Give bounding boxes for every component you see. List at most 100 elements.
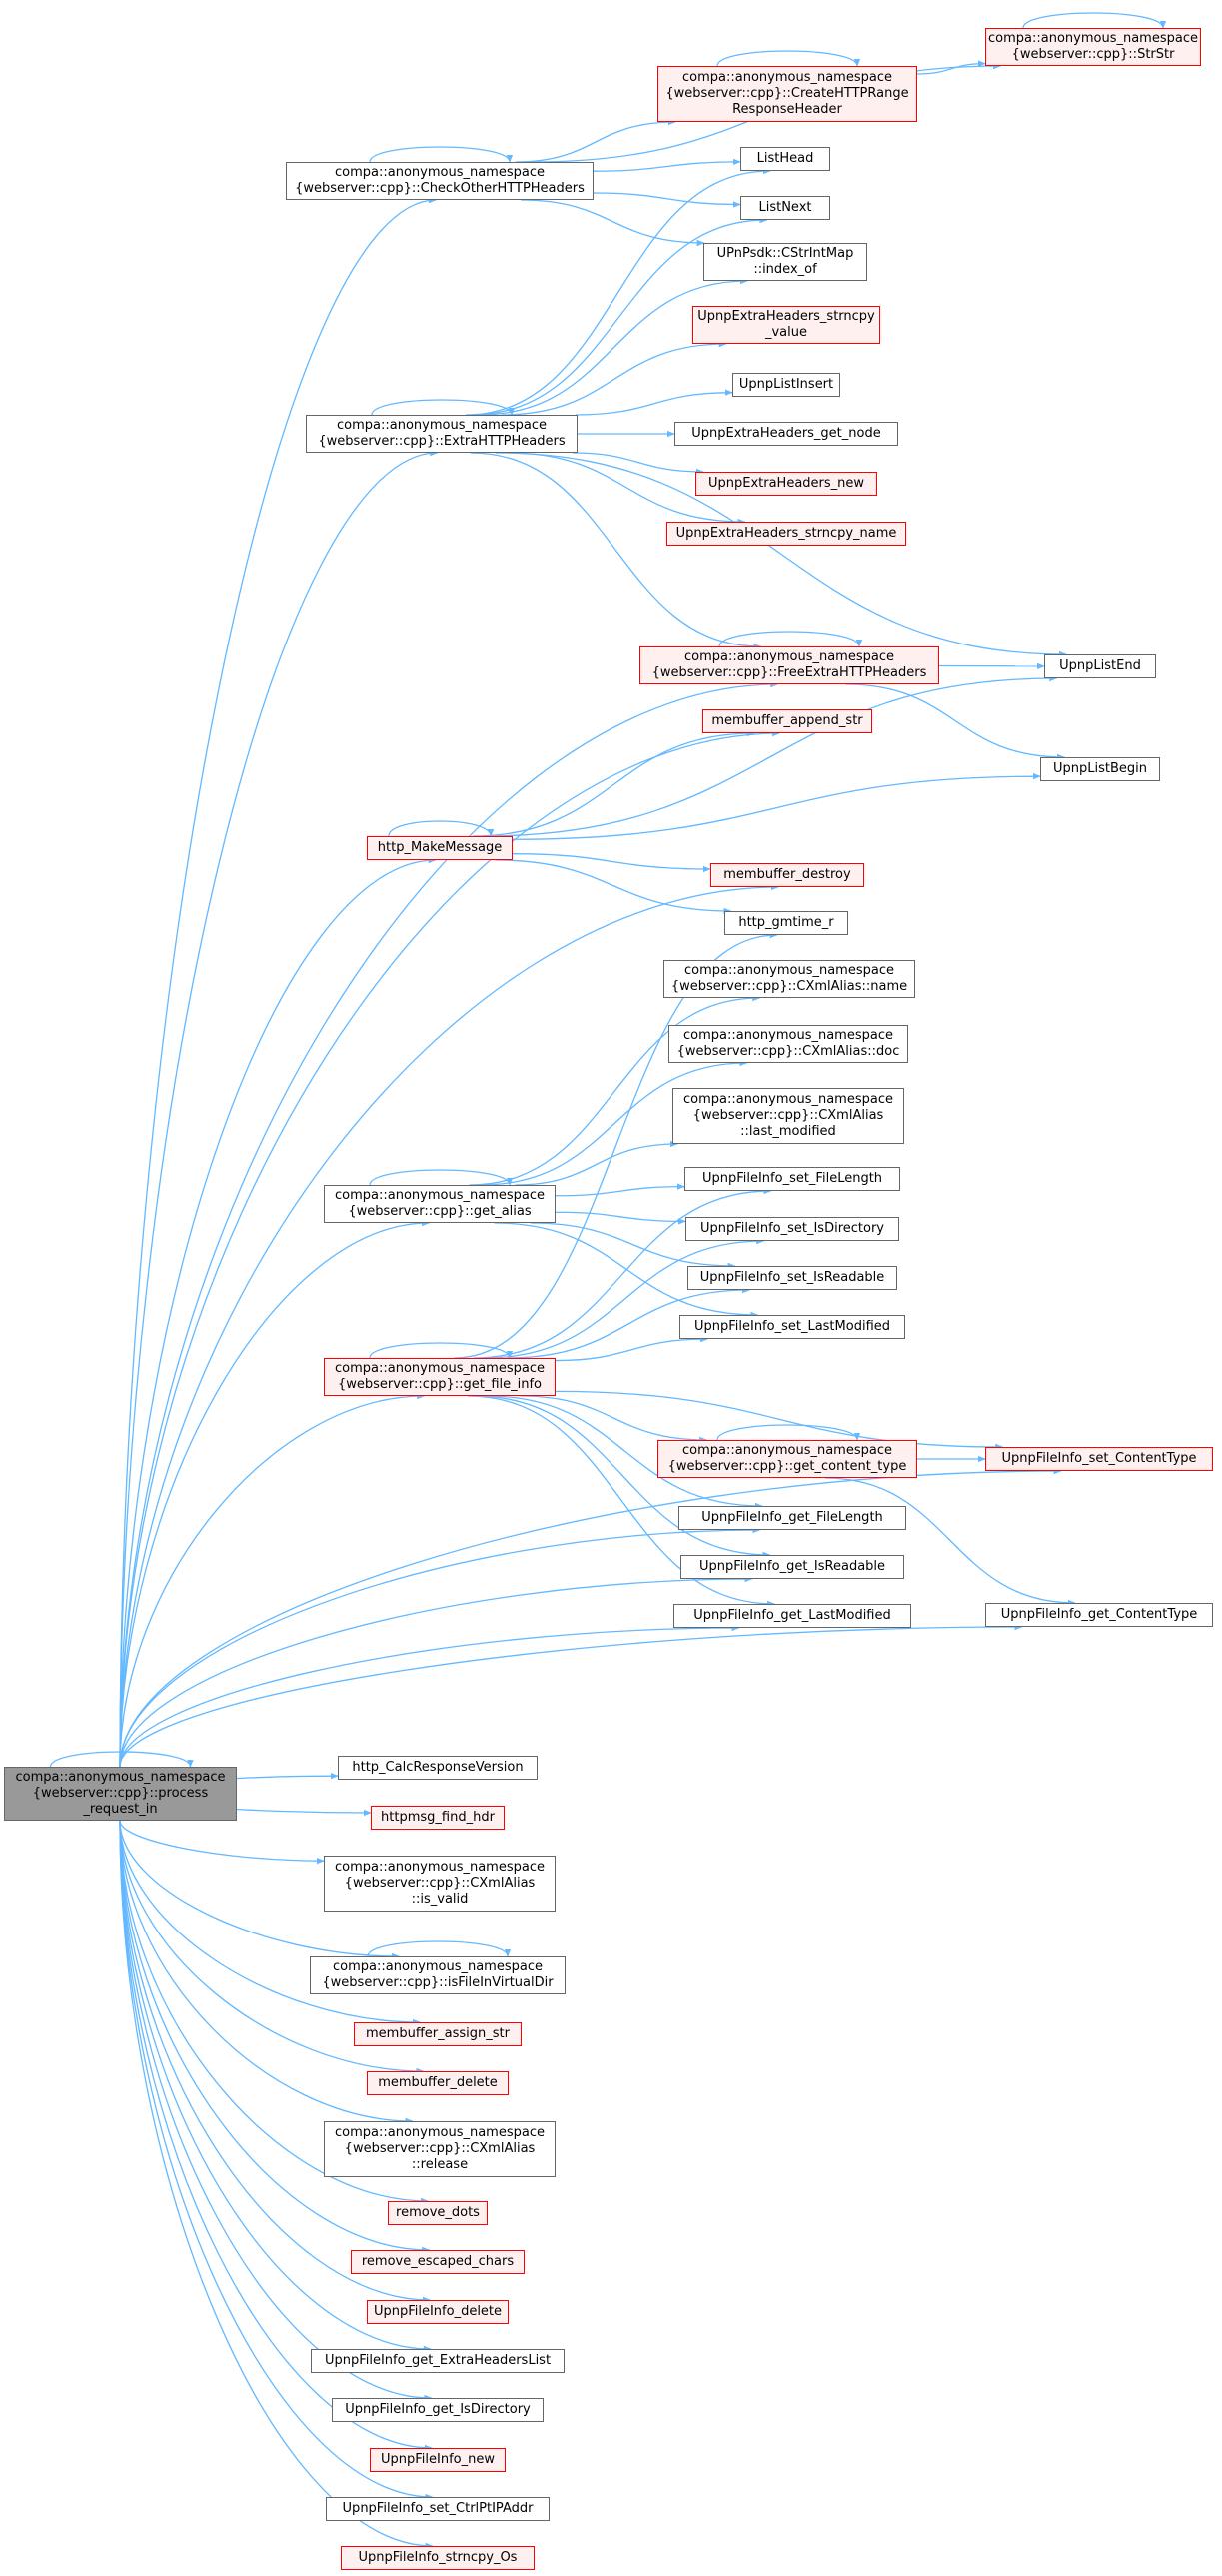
graph-node-get-content-type[interactable]: compa::anonymous_namespace {webserver::c… [657, 1440, 917, 1478]
call-edge-root-to-xml_is_valid [119, 1820, 325, 1865]
graph-node-calc-response[interactable]: http_CalcResponseVersion [338, 1756, 538, 1780]
graph-node-get-file-info[interactable]: compa::anonymous_namespace {webserver::c… [324, 1358, 556, 1396]
graph-node-membuffer-assign[interactable]: membuffer_assign_str [354, 2022, 522, 2046]
call-edge-root-to-set_content_type [119, 1467, 1062, 1768]
graph-node-list-end[interactable]: UpnpListEnd [1044, 654, 1156, 678]
graph-node-membuffer-append[interactable]: membuffer_append_str [702, 709, 872, 733]
call-edge-check_other-to-create_range [515, 118, 676, 163]
call-edge-extra_http-to-extra_strncpy_name [507, 452, 746, 526]
call-edge-check_other-to-list_head [593, 158, 741, 172]
graph-node-remove-dots[interactable]: remove_dots [388, 2201, 488, 2225]
graph-node-set-ctrl-pt[interactable]: UpnpFileInfo_set_CtrlPtIPAddr [326, 2497, 550, 2521]
graph-node-free-extra[interactable]: compa::anonymous_namespace {webserver::c… [639, 646, 939, 684]
graph-node-set-last-modified[interactable]: UpnpFileInfo_set_LastModified [679, 1315, 905, 1339]
call-edge-root-to-extra_http [119, 449, 439, 1768]
call-edge-http_make-to-http_gmtime [495, 859, 732, 915]
call-edge-root-to-is_in_virtual_dir [119, 1820, 400, 1960]
call-edge-http_make-to-membuffer_append [472, 729, 755, 837]
graph-node-xml-is-valid[interactable]: compa::anonymous_namespace {webserver::c… [324, 1856, 556, 1912]
graph-node-file-info-delete[interactable]: UpnpFileInfo_delete [367, 2300, 509, 2324]
graph-node-xml-name[interactable]: compa::anonymous_namespace {webserver::c… [663, 960, 915, 998]
graph-node-xml-release[interactable]: compa::anonymous_namespace {webserver::c… [324, 2121, 556, 2177]
graph-node-check-other[interactable]: compa::anonymous_namespace {webserver::c… [286, 162, 594, 200]
call-edge-root-to-get_is_directory [119, 1820, 433, 2402]
call-edge-root-to-strncpy_os [119, 1820, 434, 2550]
call-edges [49, 12, 1167, 2550]
call-edge-check_other-to-cstrintmap [521, 199, 705, 247]
graph-node-list-insert[interactable]: UpnpListInsert [732, 373, 840, 397]
call-edge-http_make-to-membuffer_destroy [512, 853, 711, 873]
graph-node-xml-last-modified[interactable]: compa::anonymous_namespace {webserver::c… [672, 1088, 904, 1144]
graph-node-get-file-length[interactable]: UpnpFileInfo_get_FileLength [678, 1506, 906, 1530]
call-edge-get_file_info-to-get_file_length [487, 1395, 763, 1510]
graph-node-xml-doc[interactable]: compa::anonymous_namespace {webserver::c… [668, 1025, 908, 1063]
call-edge-get_file_info-to-get_is_readable [475, 1395, 771, 1559]
graph-node-http-gmtime[interactable]: http_gmtime_r [724, 911, 848, 935]
call-edge-root-to-get_content_type_info [119, 1623, 1023, 1768]
graph-node-list-next[interactable]: ListNext [740, 196, 830, 220]
call-edge-get_alias-to-set_is_directory [555, 1211, 686, 1225]
graph-node-set-is-directory[interactable]: UpnpFileInfo_set_IsDirectory [685, 1217, 899, 1241]
graph-node-strstr[interactable]: compa::anonymous_namespace {webserver::c… [985, 28, 1201, 66]
call-edge-get_file_info-to-set_file_length [473, 1187, 772, 1359]
call-edge-root-to-file_info_delete [119, 1820, 432, 2304]
graph-node-get-extra-headers-list[interactable]: UpnpFileInfo_get_ExtraHeadersList [311, 2349, 565, 2373]
call-edge-get_file_info-to-get_last_modified [468, 1395, 776, 1608]
graph-node-membuffer-delete[interactable]: membuffer_delete [367, 2071, 509, 2095]
graph-node-extra-strncpy-value[interactable]: UpnpExtraHeaders_strncpy _value [692, 306, 880, 344]
graph-node-create-range[interactable]: compa::anonymous_namespace {webserver::c… [657, 66, 917, 122]
call-edge-get_alias-to-set_file_length [555, 1183, 685, 1197]
call-edge-check_other-to-list_next [593, 192, 741, 208]
graph-node-list-begin[interactable]: UpnpListBegin [1040, 757, 1160, 781]
graph-node-get-is-directory[interactable]: UpnpFileInfo_get_IsDirectory [332, 2398, 544, 2422]
call-edge-get_file_info-to-set_is_readable [507, 1286, 751, 1359]
call-edge-root-to-get_file_info [119, 1392, 426, 1768]
self-call-edge-free_extra [718, 631, 863, 647]
graph-node-extra-get-node[interactable]: UpnpExtraHeaders_get_node [674, 422, 898, 446]
graph-node-extra-http[interactable]: compa::anonymous_namespace {webserver::c… [306, 415, 578, 453]
self-call-edge-check_other [369, 146, 514, 163]
graph-node-extra-strncpy-name[interactable]: UpnpExtraHeaders_strncpy_name [666, 522, 906, 546]
call-edge-get_alias-to-xml_doc [481, 1059, 748, 1186]
call-edge-create_range-to-strstr [916, 60, 986, 75]
call-edge-root-to-xml_release [119, 1820, 414, 2125]
call-edge-root-to-membuffer_assign [119, 1820, 421, 2026]
call-edge-get_alias-to-xml_name [469, 994, 761, 1186]
graph-node-membuffer-destroy[interactable]: membuffer_destroy [710, 863, 864, 887]
graph-node-get-content-type-info[interactable]: UpnpFileInfo_get_ContentType [985, 1603, 1213, 1627]
graph-node-set-is-readable[interactable]: UpnpFileInfo_set_IsReadable [687, 1266, 897, 1290]
graph-node-set-content-type[interactable]: UpnpFileInfo_set_ContentType [985, 1447, 1213, 1471]
graph-node-get-last-modified[interactable]: UpnpFileInfo_get_LastModified [673, 1604, 911, 1628]
call-edge-extra_http-to-extra_new [573, 452, 704, 476]
graph-node-http-make[interactable]: http_MakeMessage [367, 836, 513, 860]
call-edge-root-to-check_other [119, 196, 437, 1768]
call-edge-http_make-to-list_begin [512, 772, 1041, 840]
call-edge-get_content_type-to-get_content_type_info [824, 1477, 1076, 1607]
graph-node-is-in-virtual-dir[interactable]: compa::anonymous_namespace {webserver::c… [310, 1956, 566, 1994]
call-edge-get_file_info-to-get_content_type [520, 1395, 708, 1444]
call-edge-root-to-file_info_new [119, 1820, 433, 2452]
call-edge-get_file_info-to-http_gmtime [454, 931, 778, 1359]
call-edge-root-to-get_alias [119, 1219, 431, 1768]
self-call-edge-strstr [1022, 12, 1167, 29]
call-edge-root-to-get_file_length [119, 1526, 761, 1768]
graph-node-strncpy-os[interactable]: UpnpFileInfo_strncpy_Os [341, 2546, 535, 2570]
graph-node-remove-escaped[interactable]: remove_escaped_chars [351, 2250, 525, 2274]
graph-node-get-alias[interactable]: compa::anonymous_namespace {webserver::c… [324, 1185, 556, 1223]
self-call-edge-get_alias [369, 1169, 514, 1186]
self-call-edge-root [49, 1751, 194, 1768]
graph-node-get-is-readable[interactable]: UpnpFileInfo_get_IsReadable [680, 1555, 904, 1579]
call-edge-root-to-get_is_readable [119, 1575, 753, 1768]
root-node-process-request-in: compa::anonymous_namespace {webserver::c… [4, 1767, 237, 1821]
graph-node-cstrintmap[interactable]: UPnPsdk::CStrIntMap ::index_of [703, 243, 867, 281]
graph-node-extra-new[interactable]: UpnpExtraHeaders_new [695, 472, 877, 496]
graph-node-list-head[interactable]: ListHead [740, 147, 830, 171]
graph-node-file-info-new[interactable]: UpnpFileInfo_new [370, 2448, 506, 2472]
call-edge-http_make-to-list_end [483, 674, 1058, 837]
call-edge-extra_http-to-extra_strncpy_value [502, 340, 727, 416]
call-edge-get_file_info-to-set_content_type [555, 1390, 1004, 1451]
self-call-edge-get_content_type [716, 1424, 861, 1441]
graph-node-set-file-length[interactable]: UpnpFileInfo_set_FileLength [684, 1167, 900, 1191]
graph-node-httpmsg-find[interactable]: httpmsg_find_hdr [371, 1806, 505, 1830]
